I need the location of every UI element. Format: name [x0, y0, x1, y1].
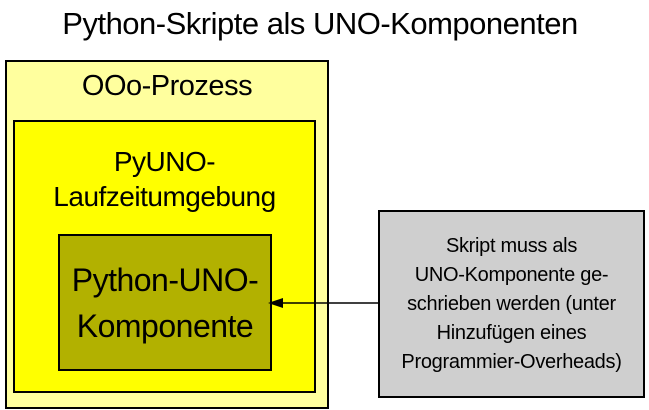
ooo-process-label: OOo-Prozess — [81, 70, 253, 102]
note-box: Skript muss als UNO-Komponente ge- schri… — [378, 210, 645, 398]
python-uno-component-box: Python-UNO- Komponente — [58, 234, 272, 371]
page-title: Python-Skripte als UNO-Komponenten — [62, 6, 578, 41]
arrow-head-icon — [268, 298, 283, 308]
arrow-note-to-component — [268, 298, 378, 308]
